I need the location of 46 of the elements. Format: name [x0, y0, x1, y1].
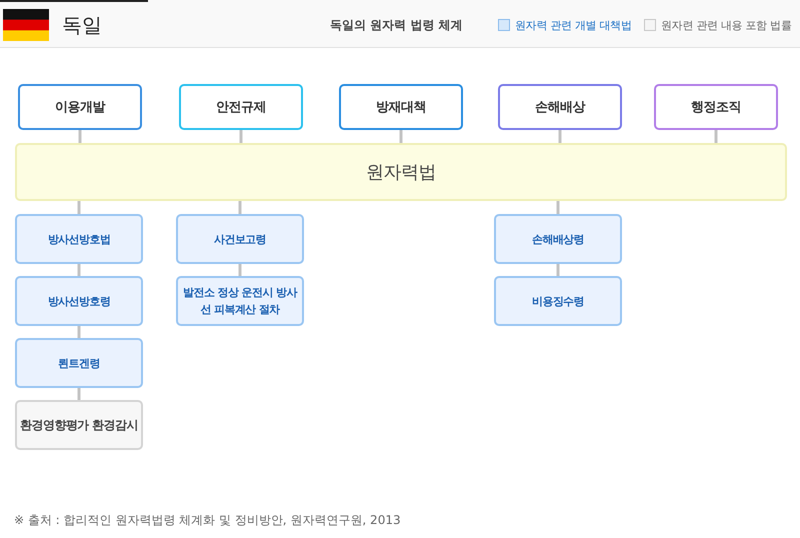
node-label: 비용징수령 [530, 294, 585, 310]
node-label: 뢴트겐령 [57, 356, 101, 372]
category-box [498, 84, 622, 130]
connector-line [556, 264, 560, 276]
legend-label: 원자력 관련 개별 대책법 [515, 18, 632, 33]
node-label: 사건보고령 [212, 232, 267, 248]
category-box [339, 84, 463, 130]
law-box [494, 276, 622, 326]
connector-line [556, 201, 560, 214]
law-box [15, 276, 143, 326]
node-label: 발전소 정상 운전시 방사선 피복계산 절차 [182, 285, 298, 318]
law-box [176, 276, 304, 326]
connector-line [78, 130, 82, 143]
law-box [176, 214, 304, 264]
legend-label: 원자련 관련 내용 포함 법률 [661, 18, 792, 33]
law-box [15, 214, 143, 264]
title: 독일 [62, 12, 102, 39]
connector-line [240, 130, 242, 143]
connector-line [400, 130, 402, 143]
node-label: 환경영향평가 환경감시 [19, 416, 139, 434]
law-box [494, 214, 622, 264]
node-label: 손해배상령 [530, 232, 585, 248]
connector-line [238, 264, 242, 276]
category-box [179, 84, 303, 130]
node-label: 행정조직 [690, 98, 742, 116]
connector-line [78, 201, 80, 214]
node-label: 방사선방호법 [46, 232, 112, 248]
node-label: 손해배상 [534, 98, 586, 116]
subtitle: 독일의 원자력 법령 체계 [330, 17, 463, 34]
category-box [18, 84, 142, 130]
connector-line [238, 201, 242, 214]
connector-line [78, 264, 80, 276]
connector-line [558, 130, 562, 143]
node-label: 원자력법 [365, 164, 437, 180]
source-note: ※ 출처 : 합리적인 원자력법령 체계화 및 정비방안, 원자력연구원, 2013 [14, 512, 401, 529]
connector-line [78, 326, 80, 338]
node-label: 안전규제 [215, 98, 267, 116]
connector-line [78, 388, 80, 400]
node-label: 방사선방호령 [46, 294, 112, 310]
law-box [15, 400, 143, 450]
connector-line [714, 130, 718, 143]
main-law-box [15, 143, 787, 201]
law-box [15, 338, 143, 388]
category-box [654, 84, 778, 130]
node-label: 방재대책 [375, 98, 427, 116]
node-label: 이용개발 [54, 98, 106, 116]
